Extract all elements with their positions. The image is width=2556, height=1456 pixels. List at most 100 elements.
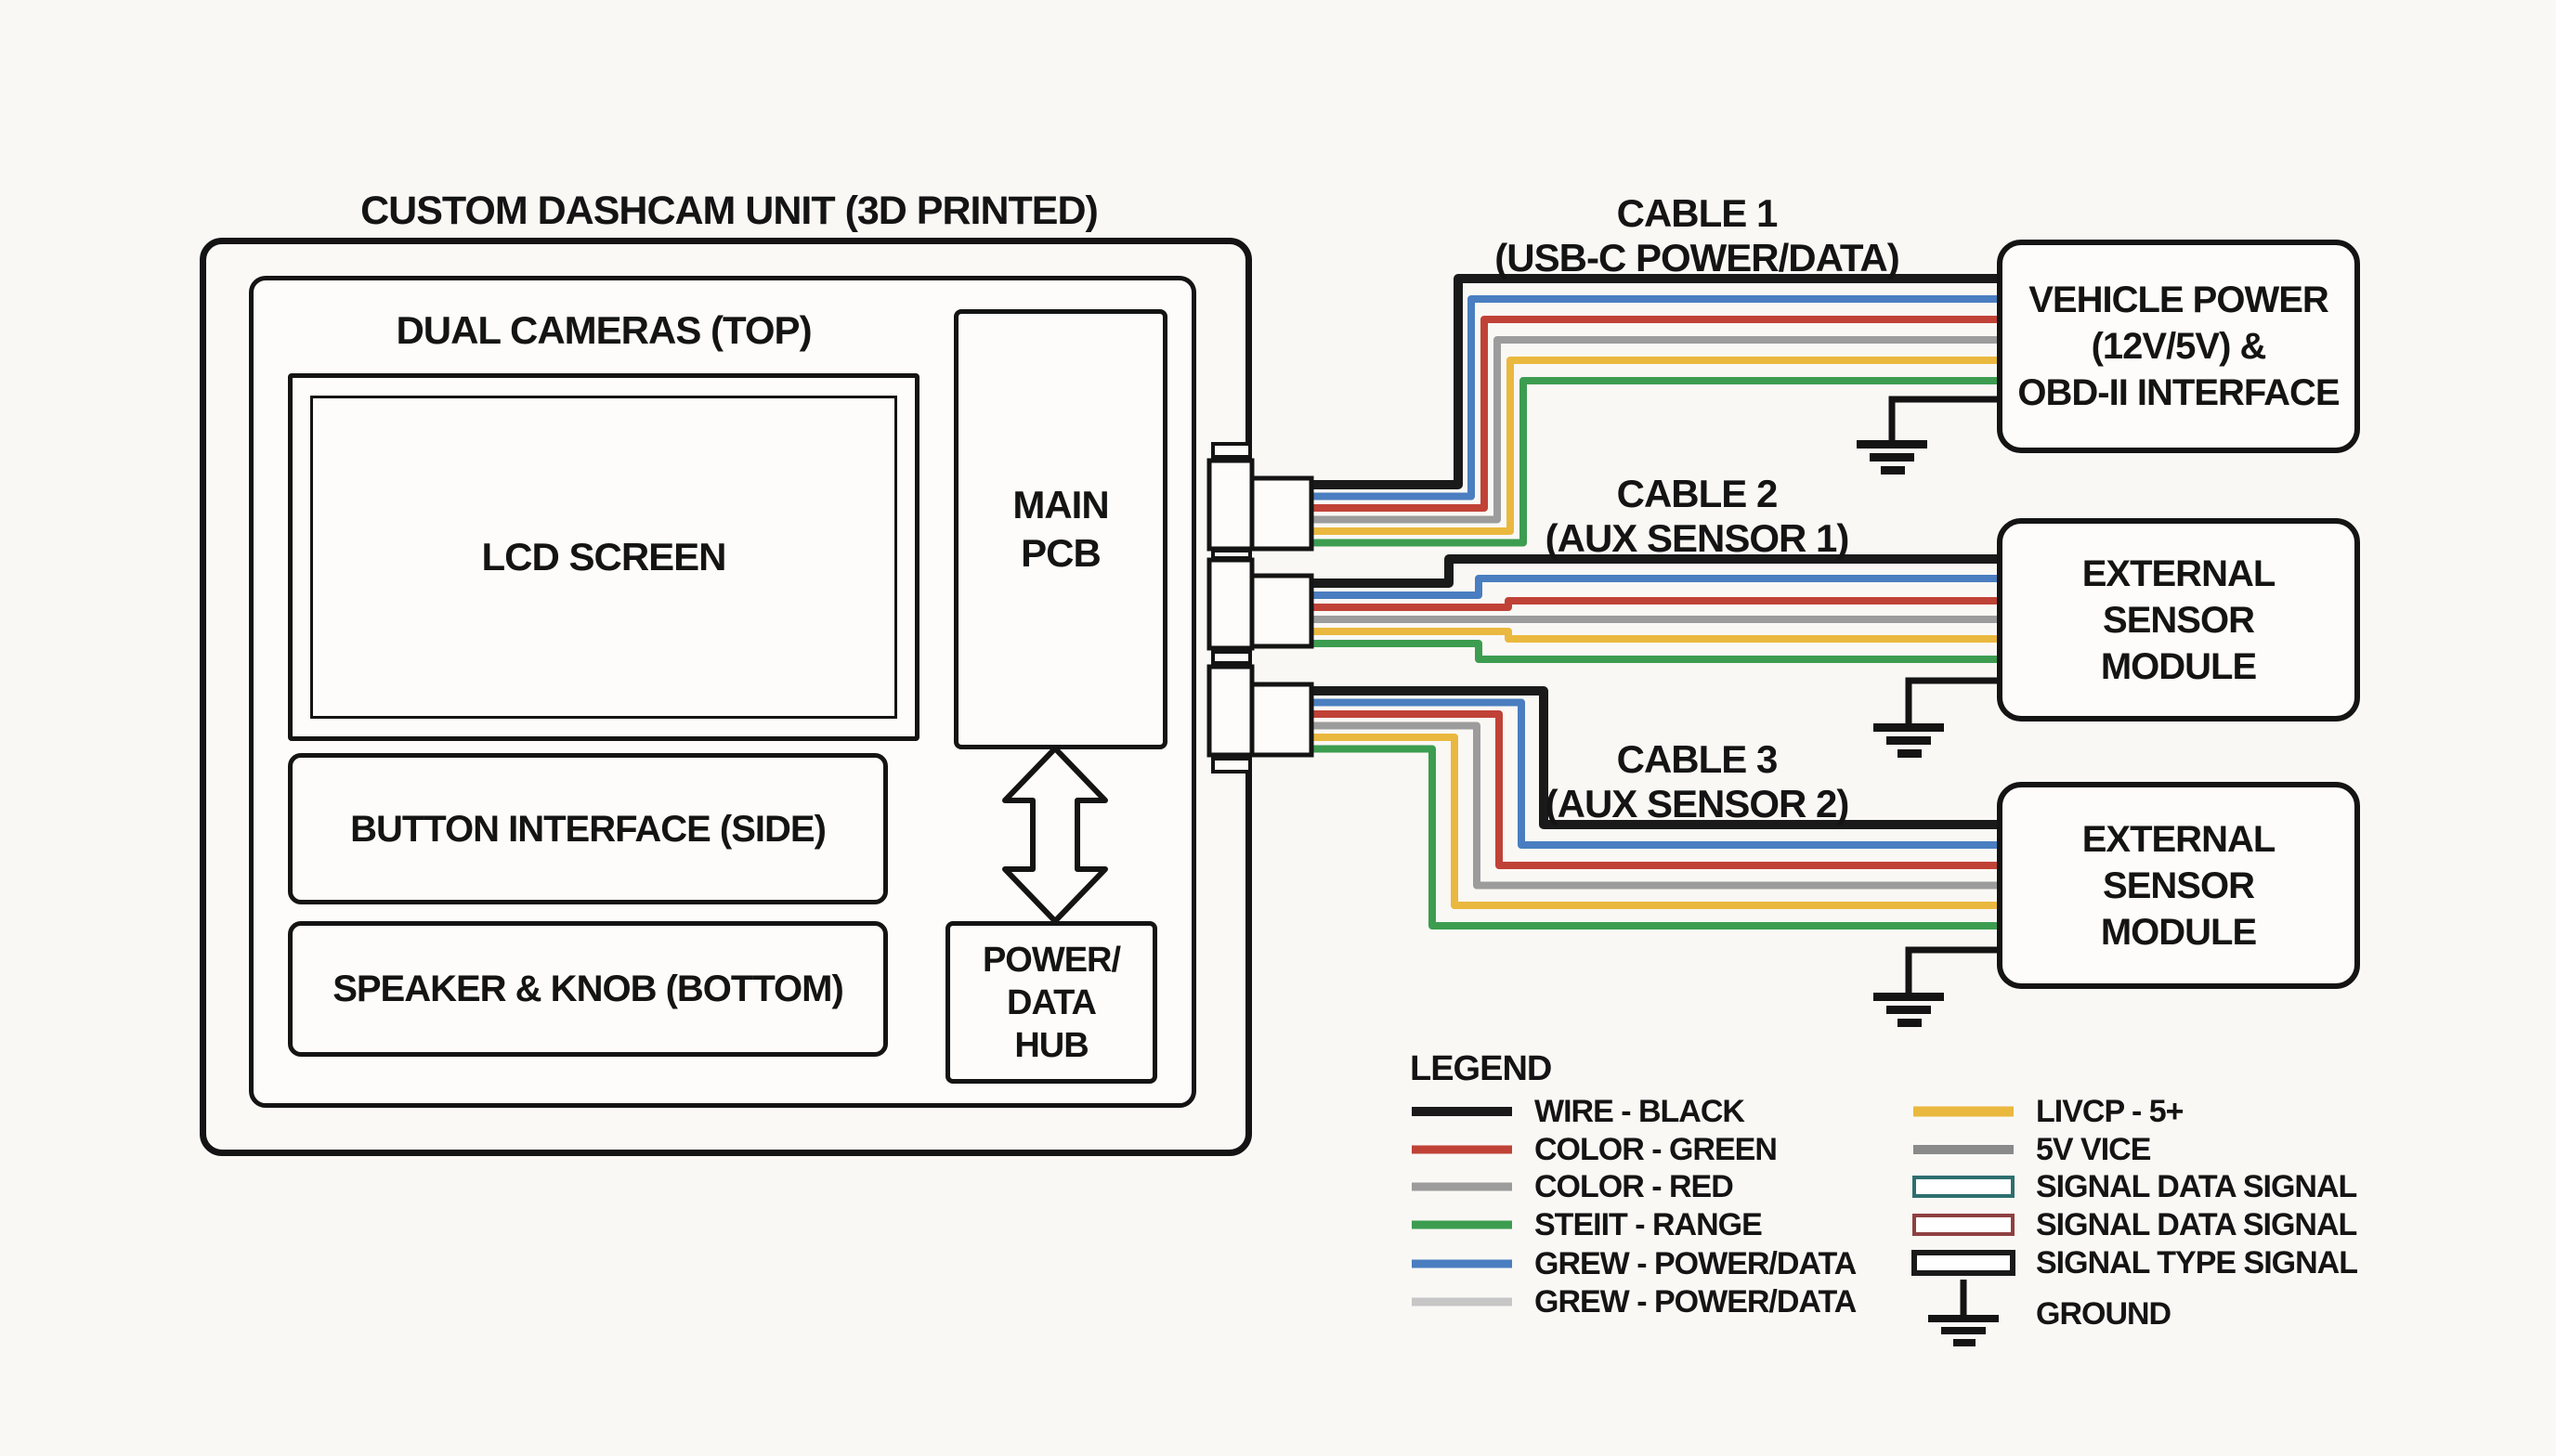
cable1-wire-gray — [1300, 336, 2004, 524]
dual-cameras-label: DUAL CAMERAS (TOP) — [396, 308, 812, 352]
sensor-module2-line2: SENSOR — [2103, 864, 2255, 906]
main-pcb-label-line2: PCB — [1021, 531, 1102, 575]
sensor-module1-line3: MODULE — [2100, 645, 2257, 687]
pcb-hub-arrow — [1002, 746, 1108, 924]
legend-row-range: STEIIT - RANGE — [1410, 1205, 1763, 1244]
cable3-wire-black — [1300, 686, 2004, 829]
legend-swatch-red-line — [1412, 1145, 1512, 1154]
hub-label-line3: HUB — [1014, 1025, 1089, 1065]
ground-symbol-3 — [1873, 946, 2002, 1027]
legend-swatch-black-outline — [1911, 1250, 2015, 1276]
legend-row-5v-vice: 5V VICE — [1911, 1130, 2151, 1169]
legend-label: COLOR - GREEN — [1534, 1131, 1778, 1167]
legend-swatch-blue-line — [1412, 1259, 1512, 1268]
cable2-name: CABLE 2 — [1616, 472, 1779, 515]
connector-tab-mid1 — [1211, 549, 1252, 560]
cable3-wire-green — [1300, 745, 2004, 930]
sensor-module2-line3: MODULE — [2100, 911, 2257, 953]
cable3-name: CABLE 3 — [1616, 737, 1779, 781]
connector3-small — [1206, 664, 1255, 758]
legend-label: SIGNAL DATA SIGNAL — [2036, 1206, 2357, 1242]
legend-swatch-darkred-outline — [1912, 1214, 2015, 1236]
cable2-subtitle: (AUX SENSOR 1) — [1545, 516, 1850, 560]
legend-swatch-lightgray-line — [1412, 1297, 1512, 1306]
speaker-knob-box: SPEAKER & KNOB (BOTTOM) — [288, 921, 888, 1057]
legend-row-color-green: COLOR - GREEN — [1410, 1130, 1778, 1169]
vehicle-power-box: VEHICLE POWER (12V/5V) & OBD-II INTERFAC… — [1997, 240, 2360, 453]
hub-label-line1: POWER/ — [982, 940, 1121, 980]
legend-row-grew-power-data-1: GREW - POWER/DATA — [1410, 1244, 1857, 1283]
legend-swatch-darkgray-line — [1913, 1145, 2014, 1154]
legend-row-livcp: LIVCP - 5+ — [1911, 1092, 2184, 1131]
cable3-wire-gray — [1300, 722, 2004, 890]
cable3-wire-red — [1300, 710, 2004, 869]
legend-row-signal-data-1: SIGNAL DATA SIGNAL — [1911, 1167, 2357, 1206]
vehicle-power-line3: OBD-II INTERFACE — [2017, 372, 2340, 413]
vehicle-power-line2: (12V/5V) & — [2091, 326, 2267, 367]
lcd-screen-inner: LCD SCREEN — [310, 396, 897, 719]
legend-row-color-red: COLOR - RED — [1410, 1167, 1734, 1206]
legend-title: LEGEND — [1410, 1049, 1552, 1088]
legend-label: WIRE - BLACK — [1534, 1093, 1745, 1129]
connector1-small — [1206, 458, 1255, 552]
legend-row-signal-data-2: SIGNAL DATA SIGNAL — [1911, 1205, 2357, 1244]
legend-label: GREW - POWER/DATA — [1534, 1283, 1857, 1320]
legend-label: SIGNAL TYPE SIGNAL — [2036, 1244, 2358, 1280]
cable3-wire-yellow — [1300, 734, 2004, 909]
speaker-knob-label: SPEAKER & KNOB (BOTTOM) — [333, 968, 844, 1009]
cable3-subtitle: (AUX SENSOR 2) — [1545, 782, 1850, 826]
cable2-wire-blue — [1300, 575, 2004, 599]
cable1-wire-black — [1300, 274, 2004, 489]
ground-symbol-1 — [1857, 396, 2002, 474]
connector1-large — [1249, 475, 1314, 552]
cable3-wires — [1300, 686, 2004, 930]
legend-label: GREW - POWER/DATA — [1534, 1245, 1857, 1281]
main-pcb-label-line1: MAIN — [1012, 483, 1109, 526]
legend-swatch-green-line — [1412, 1220, 1512, 1229]
connector-tab-bottom — [1211, 757, 1252, 774]
power-data-hub-box: POWER/ DATA HUB — [945, 921, 1157, 1084]
cable1-wire-green — [1300, 377, 2004, 547]
sensor-module1-line1: EXTERNAL — [2081, 552, 2276, 594]
legend-label: LIVCP - 5+ — [2036, 1093, 2184, 1129]
legend-label: STEIIT - RANGE — [1534, 1206, 1763, 1242]
cable2-wire-black — [1300, 554, 2004, 588]
legend-row-wire-black: WIRE - BLACK — [1410, 1092, 1745, 1131]
connector2-large — [1249, 573, 1314, 649]
button-interface-label: BUTTON INTERFACE (SIDE) — [350, 808, 827, 850]
connector-tab-mid2 — [1211, 650, 1252, 665]
diagram-title: CUSTOM DASHCAM UNIT (3D PRINTED) — [360, 188, 1099, 233]
main-pcb-box: MAIN PCB — [954, 309, 1167, 749]
sensor-module1-box: EXTERNAL SENSOR MODULE — [1997, 518, 2360, 722]
connector3-large — [1249, 682, 1314, 758]
vehicle-power-line1: VEHICLE POWER — [2028, 280, 2329, 320]
cable1-wires — [1300, 274, 2004, 547]
cable2-wire-green — [1300, 640, 2004, 663]
legend-label: COLOR - RED — [1534, 1168, 1734, 1204]
button-interface-box: BUTTON INTERFACE (SIDE) — [288, 753, 888, 904]
legend-row-ground: GROUND — [1911, 1274, 2171, 1354]
sensor-module2-line1: EXTERNAL — [2081, 818, 2276, 860]
legend-label: GROUND — [2036, 1295, 2171, 1332]
cable1-name: CABLE 1 — [1616, 191, 1779, 235]
legend-label: 5V VICE — [2036, 1131, 2151, 1167]
legend-label: SIGNAL DATA SIGNAL — [2036, 1168, 2357, 1204]
connector2-small — [1206, 557, 1255, 651]
cable2-wires — [1300, 554, 2004, 663]
legend-swatch-yellow-line — [1913, 1106, 2014, 1117]
legend-row-signal-type: SIGNAL TYPE SIGNAL — [1911, 1243, 2358, 1282]
cable3-wire-blue — [1300, 698, 2004, 849]
sensor-module1-line2: SENSOR — [2103, 599, 2255, 641]
legend-swatch-teal-outline — [1912, 1176, 2015, 1198]
cable1-subtitle: (USB-C POWER/DATA) — [1494, 236, 1899, 280]
cable2-wire-red — [1300, 597, 2004, 611]
hub-label-line2: DATA — [1007, 982, 1097, 1022]
cable1-wire-blue — [1300, 295, 2004, 500]
ground-symbol-2 — [1873, 677, 2002, 758]
cable1-wire-red — [1300, 316, 2004, 512]
legend-ground-icon — [1928, 1280, 1999, 1346]
connector-tab-top — [1211, 442, 1252, 459]
lcd-screen-label: LCD SCREEN — [481, 535, 726, 578]
